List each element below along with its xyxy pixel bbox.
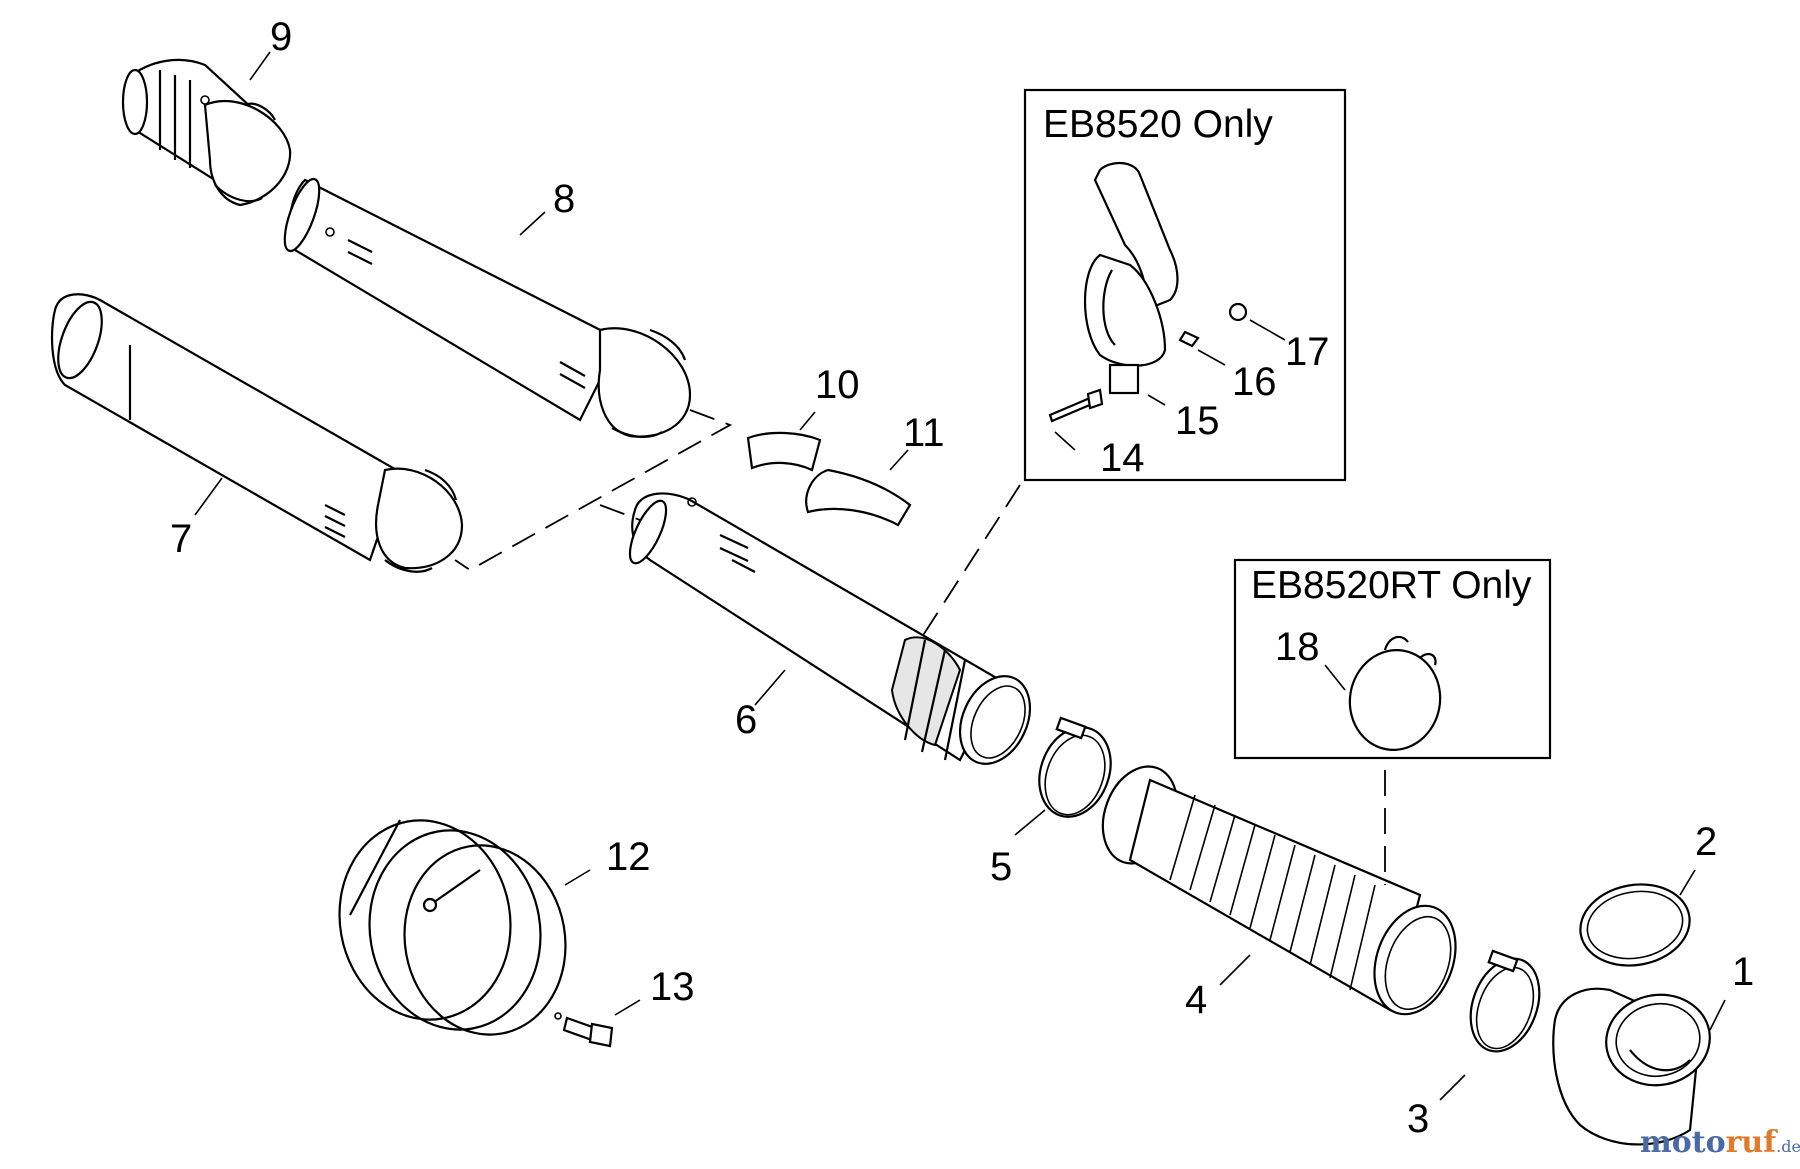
svg-text:motoruf.de: motoruf.de: [1640, 1125, 1800, 1160]
callout-10: 10: [815, 363, 860, 407]
watermark-part1: moto: [1640, 1125, 1726, 1160]
callout-2: 2: [1695, 820, 1717, 864]
inset-eb8520-title: EB8520 Only: [1043, 103, 1273, 146]
part-2-o-ring: [1579, 883, 1691, 967]
assembly-lines: [454, 409, 1386, 885]
callout-16: 16: [1232, 360, 1277, 404]
callout-5: 5: [990, 845, 1012, 889]
callout-17: 17: [1285, 330, 1330, 374]
part-7-lower-tube: [50, 293, 464, 573]
inset-eb8520rt-title: EB8520RT Only: [1251, 564, 1532, 607]
part-3-clamp: [1469, 949, 1541, 1053]
callout-4: 4: [1185, 978, 1207, 1022]
callout-7: 7: [170, 517, 192, 561]
part-10-shield: [746, 431, 822, 472]
part-13-screw: [554, 1012, 614, 1048]
watermark-part3: .de: [1776, 1137, 1800, 1156]
part-11-curved-shield: [805, 468, 912, 527]
part-4-flex-hose: [1101, 765, 1457, 1016]
part-8-upper-tube: [283, 177, 692, 438]
part-12-wire-coil: [338, 819, 567, 1036]
part-6-main-pipe: [628, 492, 1032, 765]
leader-lines: [194, 51, 1726, 1101]
callout-13: 13: [650, 965, 695, 1009]
callout-11: 11: [903, 411, 945, 455]
inset-eb8520rt: EB8520RT Only: [1233, 558, 1552, 760]
callouts: 9 8 7 10 11 6 5 12 13 14 15 16 17 18 4 3…: [170, 15, 1754, 1141]
callout-6: 6: [735, 698, 757, 742]
callout-1: 1: [1732, 950, 1754, 994]
inset-eb8520: EB8520 Only: [1023, 88, 1347, 482]
watermark-part2: ruf: [1726, 1125, 1779, 1160]
part-5-clamp: [1038, 716, 1112, 818]
callout-14: 14: [1100, 436, 1145, 480]
callout-12: 12: [606, 835, 651, 879]
watermark-logo: motoruf.de: [1640, 1125, 1800, 1160]
callout-18: 18: [1275, 625, 1320, 669]
callout-8: 8: [553, 177, 575, 221]
callout-3: 3: [1407, 1097, 1429, 1141]
callout-9: 9: [270, 15, 292, 59]
part-1-elbow: [1552, 987, 1711, 1146]
part-9-nozzle-tip: [121, 58, 292, 207]
callout-15: 15: [1175, 399, 1220, 443]
